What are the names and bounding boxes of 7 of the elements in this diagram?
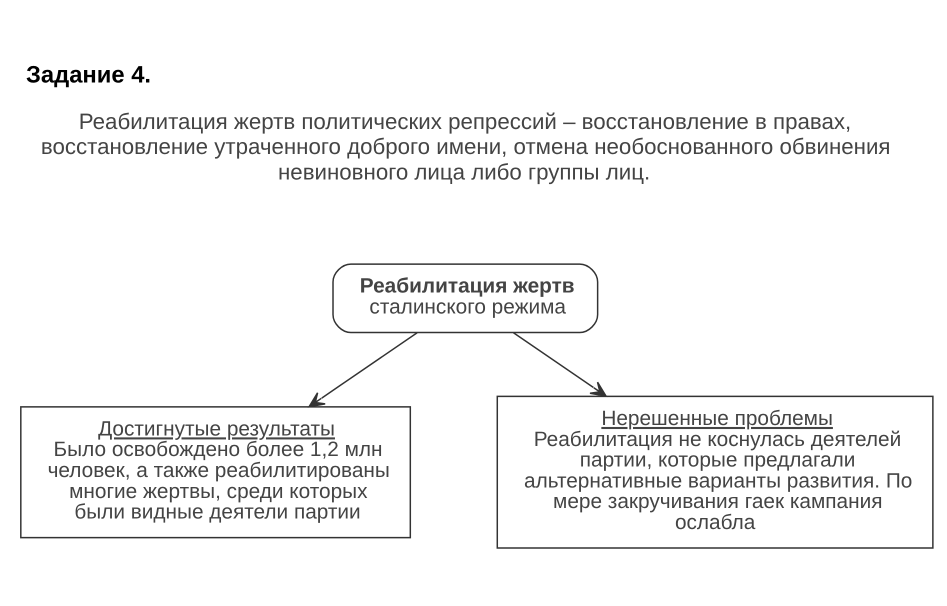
arrow xyxy=(513,332,607,396)
node-box: Нерешенные проблемы Реабилитация не коснулась деятелей партии, которые предлагали альтернативные варианты развития. По мере закручивания гаек кампания ослабла xyxy=(496,395,934,548)
node-box: Достигнутые результаты Было освобождено более 1,2 млн человек, а также реабилитированы многие жертвы, среди которых были видные деятели партии xyxy=(20,406,412,538)
label: Реабилитация жертв политических репрессий – восстановление в правах, восстановление утраченного доброго имени, отмена необоснованного обвинения невиновного лица либо группы лиц. xyxy=(40,108,890,184)
arrow xyxy=(308,332,418,407)
diagram-title: Задание 4. xyxy=(26,60,152,88)
node-box: Реабилитация жертв сталинского режима xyxy=(332,262,598,333)
